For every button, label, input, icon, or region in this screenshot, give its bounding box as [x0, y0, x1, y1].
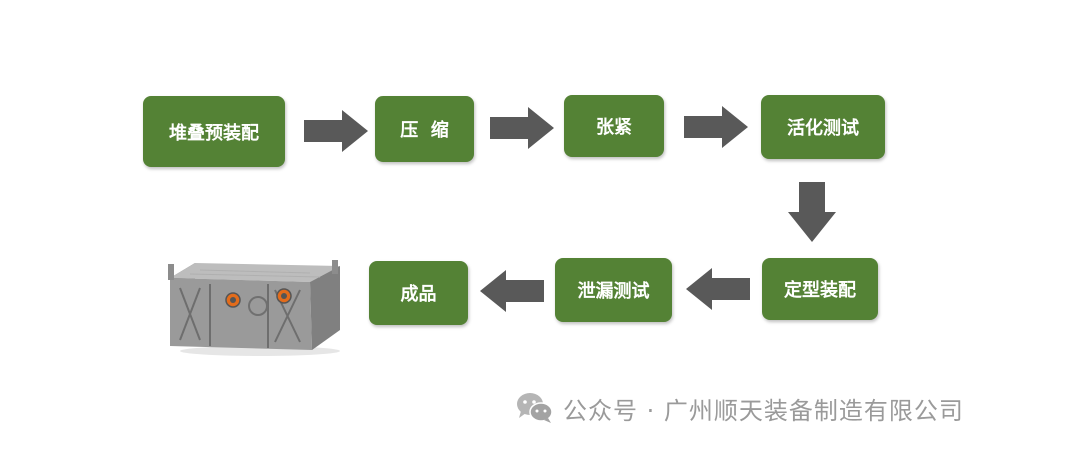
wechat-icon: [517, 393, 553, 423]
step-activation-test: 活化测试: [761, 95, 885, 159]
step-finished-product: 成品: [369, 261, 468, 325]
step-tensioning: 张紧: [564, 95, 664, 157]
step-final-assembly: 定型装配: [762, 258, 878, 320]
arrow-down-icon: [788, 182, 836, 242]
step-leak-test: 泄漏测试: [555, 258, 672, 322]
battery-pack-image: [168, 260, 340, 356]
step-stack-preassembly: 堆叠预装配: [143, 96, 285, 167]
arrow-left-icon: [480, 270, 544, 312]
arrow-right-icon: [684, 106, 748, 148]
arrow-right-icon: [490, 107, 554, 149]
step-compression: 压 缩: [375, 96, 474, 162]
watermark-text: 公众号 · 广州顺天装备制造有限公司: [563, 396, 964, 425]
arrow-right-icon: [304, 110, 368, 152]
watermark: 公众号 · 广州顺天装备制造有限公司: [515, 388, 964, 428]
arrow-left-icon: [686, 268, 750, 310]
